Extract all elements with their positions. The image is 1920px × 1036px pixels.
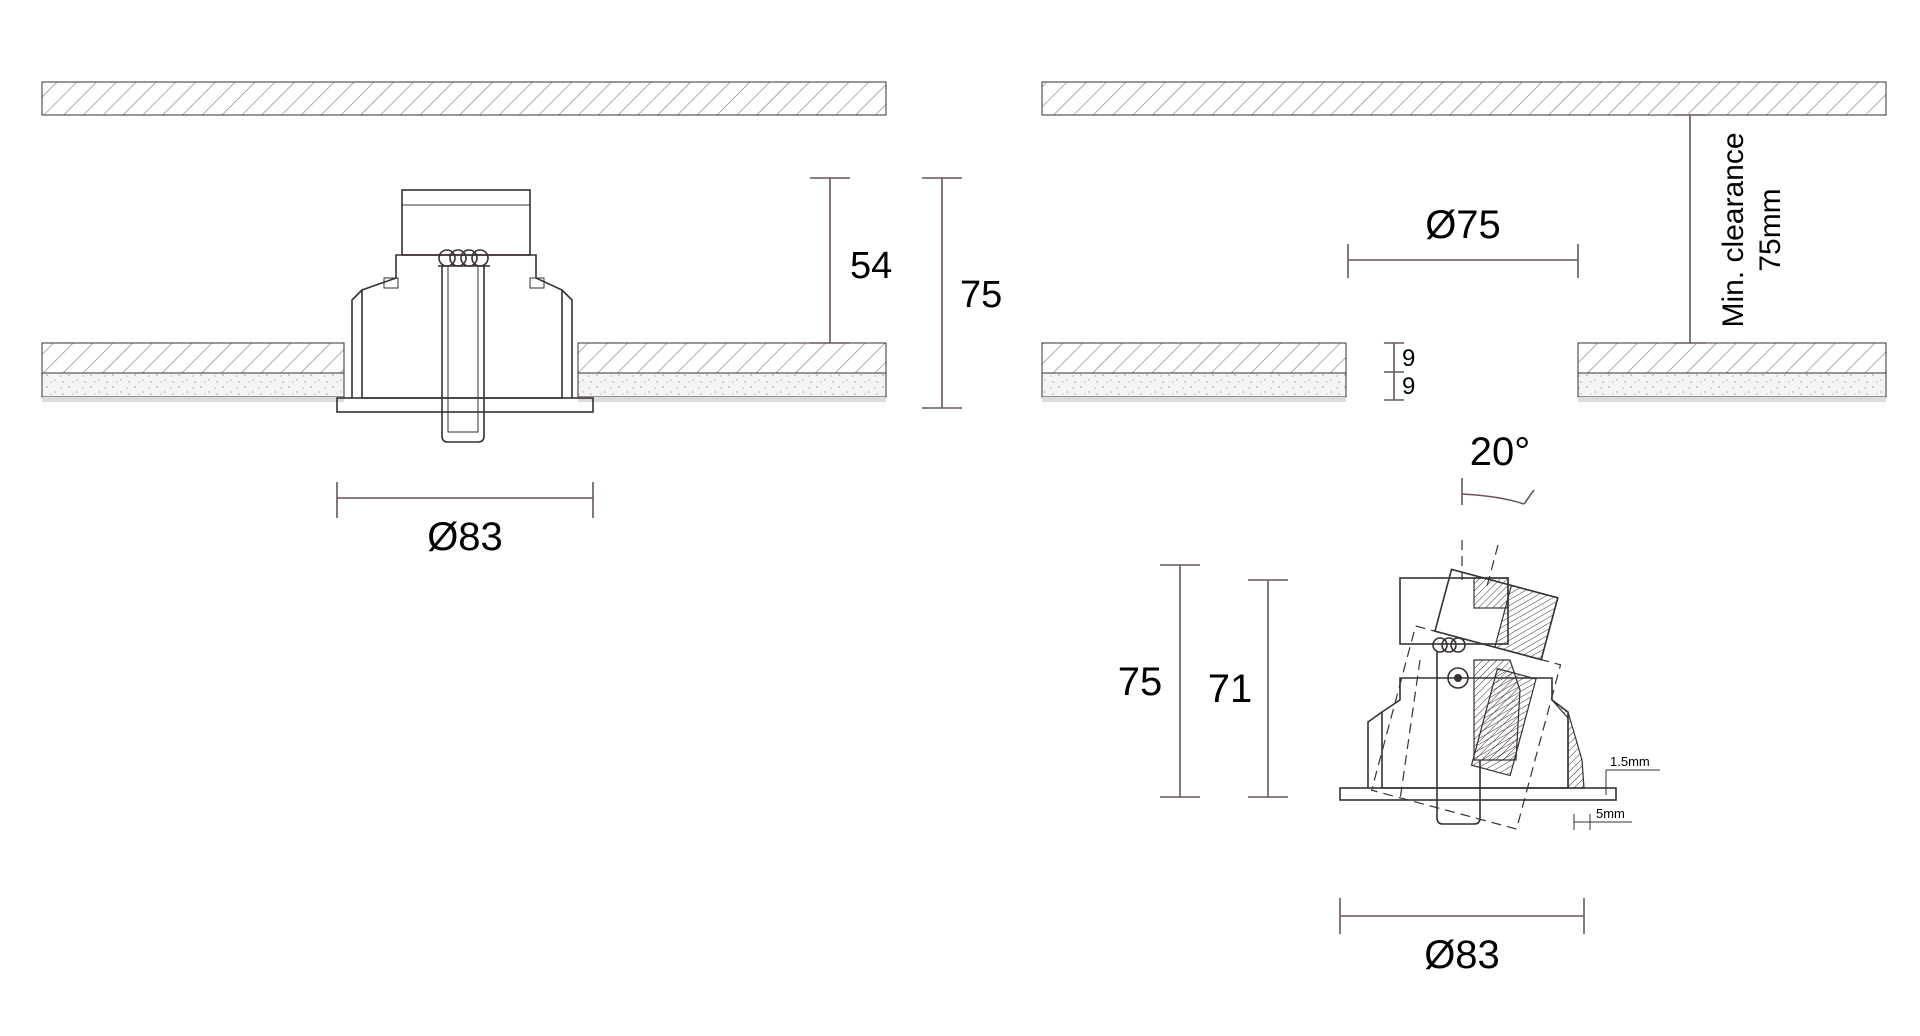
left-ceiling-shadow-a <box>42 397 344 402</box>
left-spring <box>438 249 490 267</box>
dim-71-tilt-label: 71 <box>1208 667 1253 711</box>
pivot-point <box>1447 667 1469 689</box>
dim-71-tilt: 71 <box>1208 579 1288 798</box>
dim-75-tilt-label: 75 <box>1118 660 1163 704</box>
board-bottom-label: 9 <box>1402 373 1415 400</box>
tilt-fixture <box>1339 568 1617 830</box>
right-ceiling-speckle-a <box>1041 372 1347 398</box>
dim-54: 54 <box>810 177 892 344</box>
left-ceiling-speckle-b <box>577 372 887 398</box>
left-ceiling-hatch-b <box>577 342 887 374</box>
right-ceiling-hatch-a <box>1041 342 1347 374</box>
right-top-slab <box>1041 81 1887 116</box>
callout-1-5mm: 1.5mm <box>1598 754 1660 801</box>
dim-diameter-75-label: Ø75 <box>1425 203 1501 247</box>
tilt-angle-label: 20° <box>1470 430 1531 474</box>
dim-diameter-83-left-label: Ø83 <box>427 515 503 559</box>
dim-min-clearance: Min. clearance 75mm <box>1674 114 1787 344</box>
left-top-slab <box>41 81 887 116</box>
callout-1-5mm-label: 1.5mm <box>1610 754 1650 769</box>
dim-diameter-83-tilt: Ø83 <box>1339 898 1585 977</box>
dim-diameter-83-left: Ø83 <box>336 482 594 559</box>
right-ceiling-shadow-b <box>1578 397 1886 402</box>
dim-54-label: 54 <box>850 245 892 287</box>
dim-75-left-label: 75 <box>960 274 1002 316</box>
left-view: 54 75 Ø83 <box>41 81 1002 559</box>
right-ceiling-shadow-a <box>1042 397 1346 402</box>
section-wall-right <box>1551 699 1585 789</box>
dim-75-tilt: 75 <box>1118 564 1200 798</box>
clearance-label-line2: 75mm <box>1754 188 1787 271</box>
section-driver <box>1473 577 1509 609</box>
left-ceiling-shadow-b <box>578 397 886 402</box>
left-downlight <box>336 189 594 443</box>
right-ceiling-hatch-b <box>1577 342 1887 374</box>
right-ceiling-speckle-b <box>1577 372 1887 398</box>
left-ceiling-speckle-a <box>41 372 345 398</box>
right-view: Ø75 Min. clearance 75mm 9 9 <box>1041 81 1887 402</box>
dim-75-left: 75 <box>922 177 1002 409</box>
dim-diameter-83-tilt-label: Ø83 <box>1424 933 1500 977</box>
tilt-view: 20° <box>1118 430 1660 977</box>
board-top-label: 9 <box>1402 345 1415 372</box>
dim-diameter-75: Ø75 <box>1347 203 1579 278</box>
callout-5mm-label: 5mm <box>1596 806 1625 821</box>
tilt-spring <box>1432 637 1466 653</box>
section-lens <box>1473 659 1521 761</box>
left-ceiling-hatch-a <box>41 342 345 374</box>
dim-board-thickness: 9 9 <box>1384 342 1415 401</box>
callout-5mm: 5mm <box>1573 806 1632 830</box>
tilt-angle: 20° <box>1461 430 1535 591</box>
clearance-label-line1: Min. clearance <box>1717 132 1750 327</box>
